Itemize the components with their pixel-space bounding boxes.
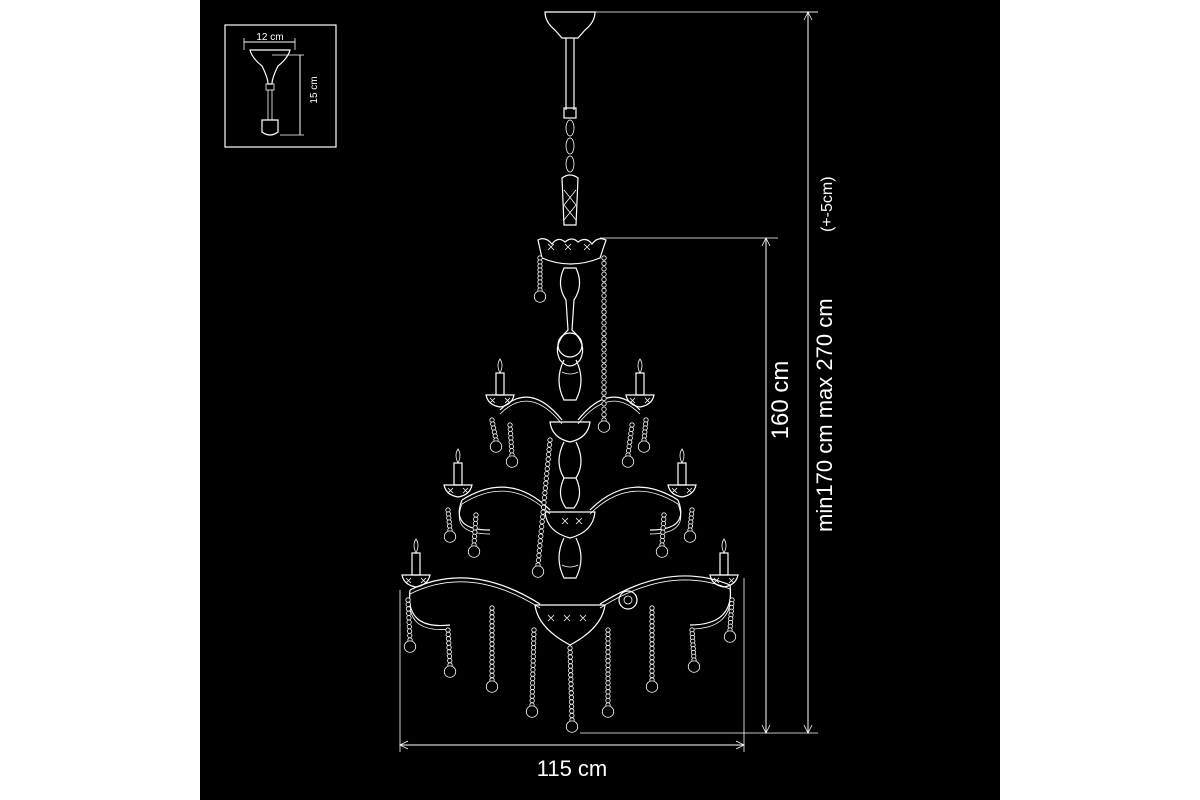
suspension-chain: [565, 119, 575, 173]
strand-upper-2: [505, 422, 519, 468]
width-label: 115 cm: [537, 756, 608, 781]
middle-candle-left: [443, 448, 473, 498]
strand-middle-3-drop: [655, 545, 669, 558]
lower-candle-left-cup: [401, 574, 431, 588]
strand-top-left: [533, 255, 547, 303]
upper-arm-left: [499, 396, 563, 421]
strand-lower-3: [485, 605, 499, 693]
upper-candle-left-flame: [497, 358, 503, 374]
middle-candle-left-candle: [453, 462, 463, 486]
upper-candle-left-candle: [495, 372, 505, 396]
body-height-label: 160 cm: [767, 361, 794, 440]
lower-candle-left-candle: [411, 552, 421, 576]
strand-lower-3-drop: [485, 680, 499, 693]
lower-candle-left-flame: [413, 538, 419, 554]
inset-width-label: 12 cm: [256, 32, 283, 43]
tier3-bowl: [544, 511, 596, 539]
lower-candle-right: [709, 538, 739, 588]
strand-top-left-drop: [533, 290, 547, 303]
strand-middle-swag-drop: [531, 565, 545, 578]
inset-height-label: 15 cm: [309, 76, 320, 103]
strand-lower-5: [601, 627, 615, 718]
lower-candle-right-cup: [709, 574, 739, 588]
strand-lower-2-drop: [443, 665, 457, 678]
rosette-ornament: [618, 590, 638, 610]
middle-arm-right-curl: [649, 499, 682, 531]
central-stem-middle: [558, 441, 582, 479]
strand-middle-1-drop: [443, 530, 457, 543]
strand-middle-3: [655, 512, 669, 558]
canopy-hook: [261, 119, 279, 136]
strand-lower-4: [525, 627, 539, 718]
strand-upper-1-drop: [489, 440, 503, 453]
strand-middle-1: [443, 507, 457, 543]
strand-lower-7-drop: [687, 660, 701, 673]
total-height-label: min170 cm max 270 cm: [812, 298, 837, 532]
strand-lower-center: [565, 645, 579, 733]
strand-lower-center-drop: [565, 720, 579, 733]
strand-middle-4-drop: [683, 530, 697, 543]
chandelier: [401, 11, 739, 733]
middle-candle-left-flame: [455, 448, 461, 464]
strand-upper-4: [637, 417, 651, 453]
strand-upper-4-drop: [637, 440, 651, 453]
lower-candle-right-candle: [719, 552, 729, 576]
strand-lower-5-drop: [601, 705, 615, 718]
tolerance-label: (+-5cm): [819, 176, 836, 232]
strand-lower-4-drop: [525, 705, 539, 718]
strand-upper-2-drop: [505, 455, 519, 468]
upper-candle-left-cup: [485, 394, 515, 408]
upper-candle-right-candle: [635, 372, 645, 396]
middle-candle-right-flame: [679, 448, 685, 464]
middle-candle-right: [667, 448, 697, 498]
strand-upper-1: [489, 417, 503, 453]
canopy-detail-inset: 12 cm 15 cm: [224, 24, 337, 148]
middle-candle-left-cup: [443, 484, 473, 498]
lower-arm-left: [409, 577, 541, 605]
chandelier-drawing: 12 cm 15 cm: [224, 11, 837, 781]
lower-candle-right-flame: [721, 538, 727, 554]
strand-top-right: [597, 255, 611, 433]
central-stem-lower: [558, 537, 582, 579]
crystal-strands: [403, 255, 737, 733]
strand-lower-1-drop: [403, 640, 417, 653]
strand-lower-7: [687, 627, 701, 673]
inset-frame: [224, 24, 337, 148]
diagram-canvas: 12 cm 15 cm: [200, 0, 1000, 800]
middle-candle-right-cup: [667, 484, 697, 498]
strand-upper-3: [621, 422, 635, 468]
upper-candle-left: [485, 358, 515, 408]
strand-middle-swag: [531, 437, 553, 578]
strand-lower-6: [645, 605, 659, 693]
upper-arm-right: [577, 396, 641, 421]
middle-arm-left-curl: [458, 499, 491, 531]
strand-upper-3-drop: [621, 455, 635, 468]
upper-candle-right-cup: [625, 394, 655, 408]
middle-arm-left: [461, 486, 551, 511]
lower-arm-right-curl: [689, 584, 732, 626]
chandelier-arms: [401, 358, 739, 630]
top-crown: [537, 238, 607, 265]
strand-middle-2-drop: [467, 545, 481, 558]
strand-lower-8-drop: [723, 630, 737, 643]
middle-arm-right: [589, 486, 679, 511]
strand-middle-2: [467, 512, 481, 558]
dimension-lines: [399, 11, 818, 752]
lower-candle-left: [401, 538, 431, 588]
strand-top-right-drop: [597, 420, 611, 433]
upper-candle-right-flame: [637, 358, 643, 374]
tier2-bowl: [549, 421, 591, 443]
strand-middle-4: [683, 507, 697, 543]
strand-lower-8: [723, 597, 737, 643]
strand-lower-6-drop: [645, 680, 659, 693]
strand-lower-1: [403, 597, 417, 653]
central-stem-upper: [556, 267, 584, 367]
ceiling-canopy: [544, 11, 596, 39]
middle-candle-right-candle: [677, 462, 687, 486]
strand-lower-2: [443, 627, 457, 678]
upper-candle-right: [625, 358, 655, 408]
bottom-bowl: [534, 604, 606, 646]
